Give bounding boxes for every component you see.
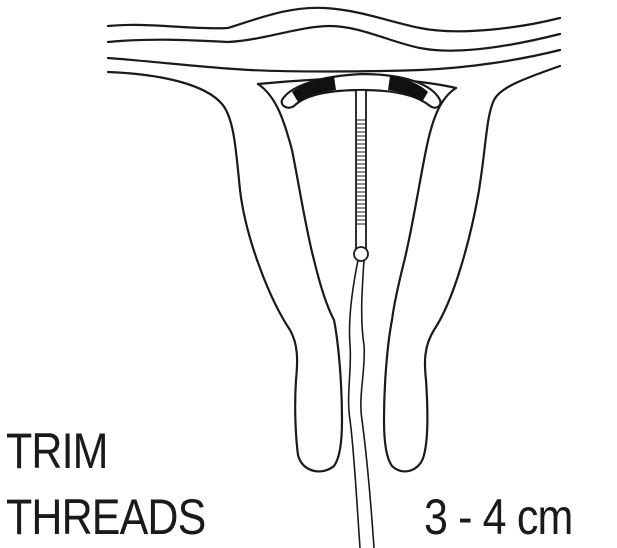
right-inner-wall bbox=[392, 88, 456, 320]
uterine-fundus-wall bbox=[108, 8, 560, 72]
thread-left bbox=[349, 260, 360, 548]
trim-label: TRIM bbox=[6, 426, 108, 476]
threads-label: THREADS bbox=[6, 492, 205, 542]
fundus-inner-line bbox=[108, 50, 560, 72]
fundus-outer-line bbox=[108, 8, 560, 31]
iud-threads bbox=[349, 260, 374, 548]
left-inner-wall bbox=[258, 84, 334, 320]
iud-device bbox=[282, 74, 441, 261]
thread-right bbox=[361, 260, 374, 548]
right-outer-wall bbox=[384, 66, 560, 471]
uterine-body bbox=[108, 66, 560, 471]
iud-copper-coil bbox=[356, 120, 366, 224]
iud-stem bbox=[356, 90, 366, 250]
left-outer-wall bbox=[108, 72, 342, 471]
iud-stem-bulb bbox=[354, 247, 368, 261]
thread-length-label: 3 - 4 cm bbox=[424, 492, 572, 542]
